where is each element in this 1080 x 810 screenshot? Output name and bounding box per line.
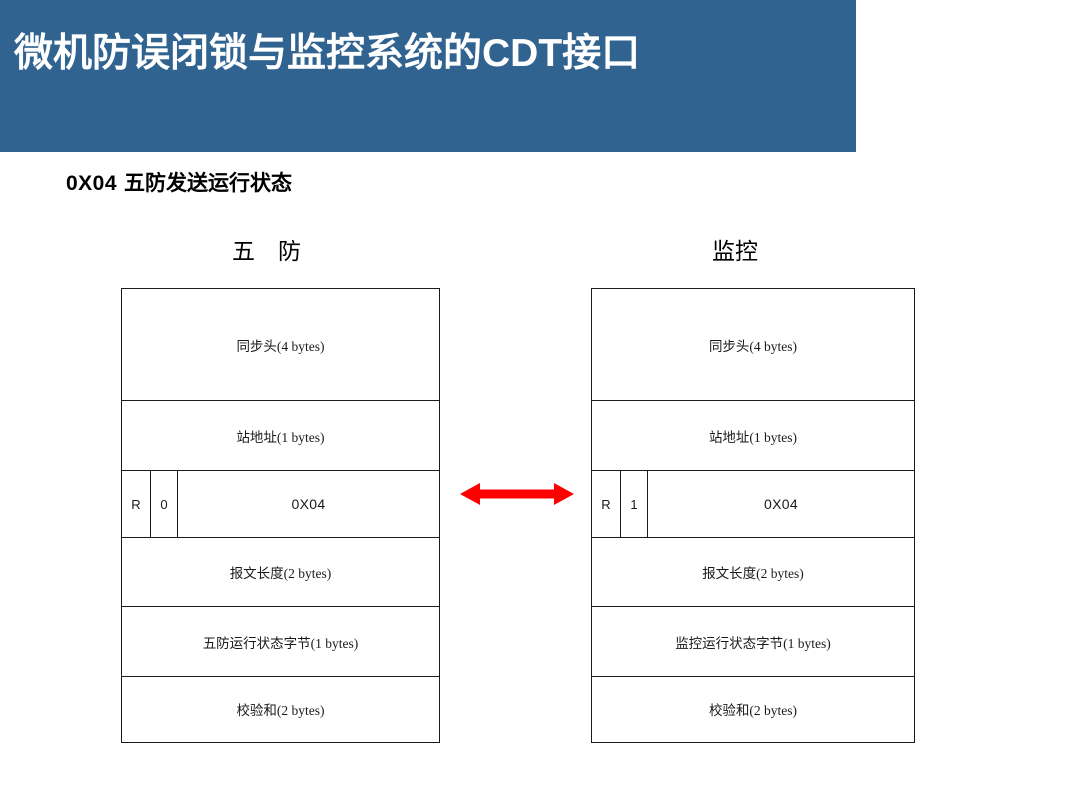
bidirectional-arrow-icon bbox=[460, 481, 574, 507]
frame-row-status-byte: 五防运行状态字节(1 bytes) bbox=[122, 607, 439, 677]
control-command-code: 0X04 bbox=[764, 496, 798, 512]
page-title: 微机防误闭锁与监控系统的CDT接口 bbox=[14, 32, 641, 75]
control-direction-bit: 1 bbox=[621, 471, 648, 537]
frame-row-station-address: 站地址(1 bytes) bbox=[122, 401, 439, 471]
frame-row-checksum: 校验和(2 bytes) bbox=[236, 703, 325, 718]
frame-row-status-byte: 监控运行状态字节(1 bytes) bbox=[592, 607, 914, 677]
left-frame-diagram: 同步头(4 bytes) 站地址(1 bytes) R 0 0X04 报文长度(… bbox=[121, 288, 440, 743]
frame-row-sync-header: 同步头(4 bytes) bbox=[592, 289, 914, 401]
section-subtitle: 0X04 五防发送运行状态 bbox=[66, 167, 292, 197]
frame-row-message-length: 报文长度(2 bytes) bbox=[592, 538, 914, 607]
control-flag-r: R bbox=[122, 471, 151, 537]
frame-row-checksum: 校验和(2 bytes) bbox=[708, 703, 798, 718]
frame-row-station-address: 站地址(1 bytes) bbox=[592, 401, 914, 471]
frame-row-control: R 0 0X04 bbox=[122, 471, 439, 538]
title-banner: 微机防误闭锁与监控系统的CDT接口 bbox=[0, 0, 856, 152]
right-frame-diagram: 同步头(4 bytes) 站地址(1 bytes) R 1 0X04 报文长度(… bbox=[591, 288, 915, 743]
subtitle-code: 0X04 bbox=[66, 172, 118, 195]
control-flag-r: R bbox=[592, 471, 621, 537]
frame-row-message-length: 报文长度(2 bytes) bbox=[122, 538, 439, 607]
caption-left-system: 五 防 bbox=[232, 239, 301, 264]
frame-row-sync-header: 同步头(4 bytes) bbox=[122, 289, 439, 401]
control-direction-bit: 0 bbox=[151, 471, 178, 537]
frame-row-control: R 1 0X04 bbox=[592, 471, 914, 538]
control-command-code: 0X04 bbox=[291, 496, 326, 512]
subtitle-text: 五防发送运行状态 bbox=[124, 172, 293, 195]
caption-right-system: 监控 bbox=[712, 239, 758, 264]
